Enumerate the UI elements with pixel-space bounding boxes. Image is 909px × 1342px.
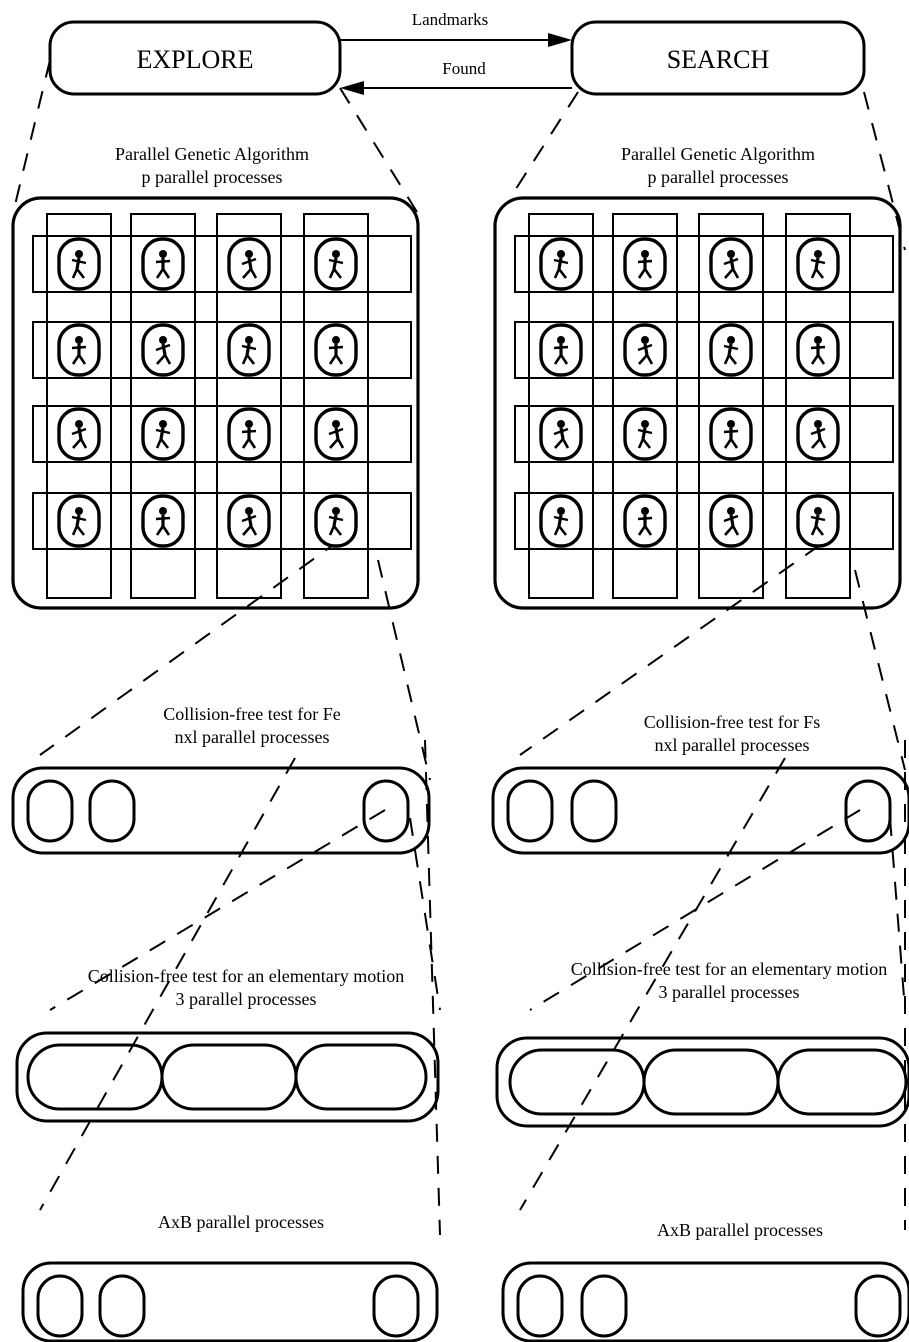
right-em-process	[644, 1050, 778, 1114]
left-cf-process	[90, 781, 134, 841]
left-axb-process	[100, 1276, 144, 1336]
left-cf-line2: nxl parallel processes	[175, 727, 330, 747]
parallel-ga-grid-right	[495, 198, 900, 608]
right-em-line2: 3 parallel processes	[659, 982, 800, 1002]
right-cf-line1: Collision-free test for Fs	[644, 712, 820, 732]
left-em-process	[162, 1045, 296, 1109]
left-em-process	[296, 1045, 426, 1109]
right-cf-line2: nxl parallel processes	[655, 735, 810, 755]
left-axb-process	[38, 1276, 82, 1336]
right-cf-process	[508, 781, 552, 841]
left-cf-process	[364, 781, 408, 841]
left-pga-line1: Parallel Genetic Algorithm	[115, 144, 309, 164]
right-axb-label: AxB parallel processes	[657, 1220, 823, 1240]
right-pga-line1: Parallel Genetic Algorithm	[621, 144, 815, 164]
landmarks-arrowhead	[548, 33, 572, 47]
left-cf-line1: Collision-free test for Fe	[163, 704, 340, 724]
right-axb-process	[582, 1276, 626, 1336]
left-axb-label: AxB parallel processes	[158, 1212, 324, 1232]
left-pga-line2: p parallel processes	[142, 167, 283, 187]
right-axb-process	[518, 1276, 562, 1336]
right-em-line1: Collision-free test for an elementary mo…	[571, 959, 887, 979]
left-em-process	[28, 1045, 162, 1109]
left-axb-process	[374, 1276, 418, 1336]
left-em-line1: Collision-free test for an elementary mo…	[88, 966, 404, 986]
right-pga-line2: p parallel processes	[648, 167, 789, 187]
left-em-line2: 3 parallel processes	[176, 989, 317, 1009]
explore-label: EXPLORE	[137, 45, 254, 74]
found-label: Found	[442, 59, 486, 78]
left-cf-container	[13, 768, 429, 853]
landmarks-label: Landmarks	[412, 10, 488, 29]
right-em-process	[510, 1050, 644, 1114]
right-em-process	[778, 1050, 906, 1114]
right-axb-process	[856, 1276, 900, 1336]
right-cf-process	[846, 781, 890, 841]
parallel-ga-grid-left	[13, 198, 418, 608]
right-axb-container	[503, 1263, 909, 1341]
search-label: SEARCH	[667, 45, 770, 74]
left-cf-process	[28, 781, 72, 841]
right-cf-process	[572, 781, 616, 841]
